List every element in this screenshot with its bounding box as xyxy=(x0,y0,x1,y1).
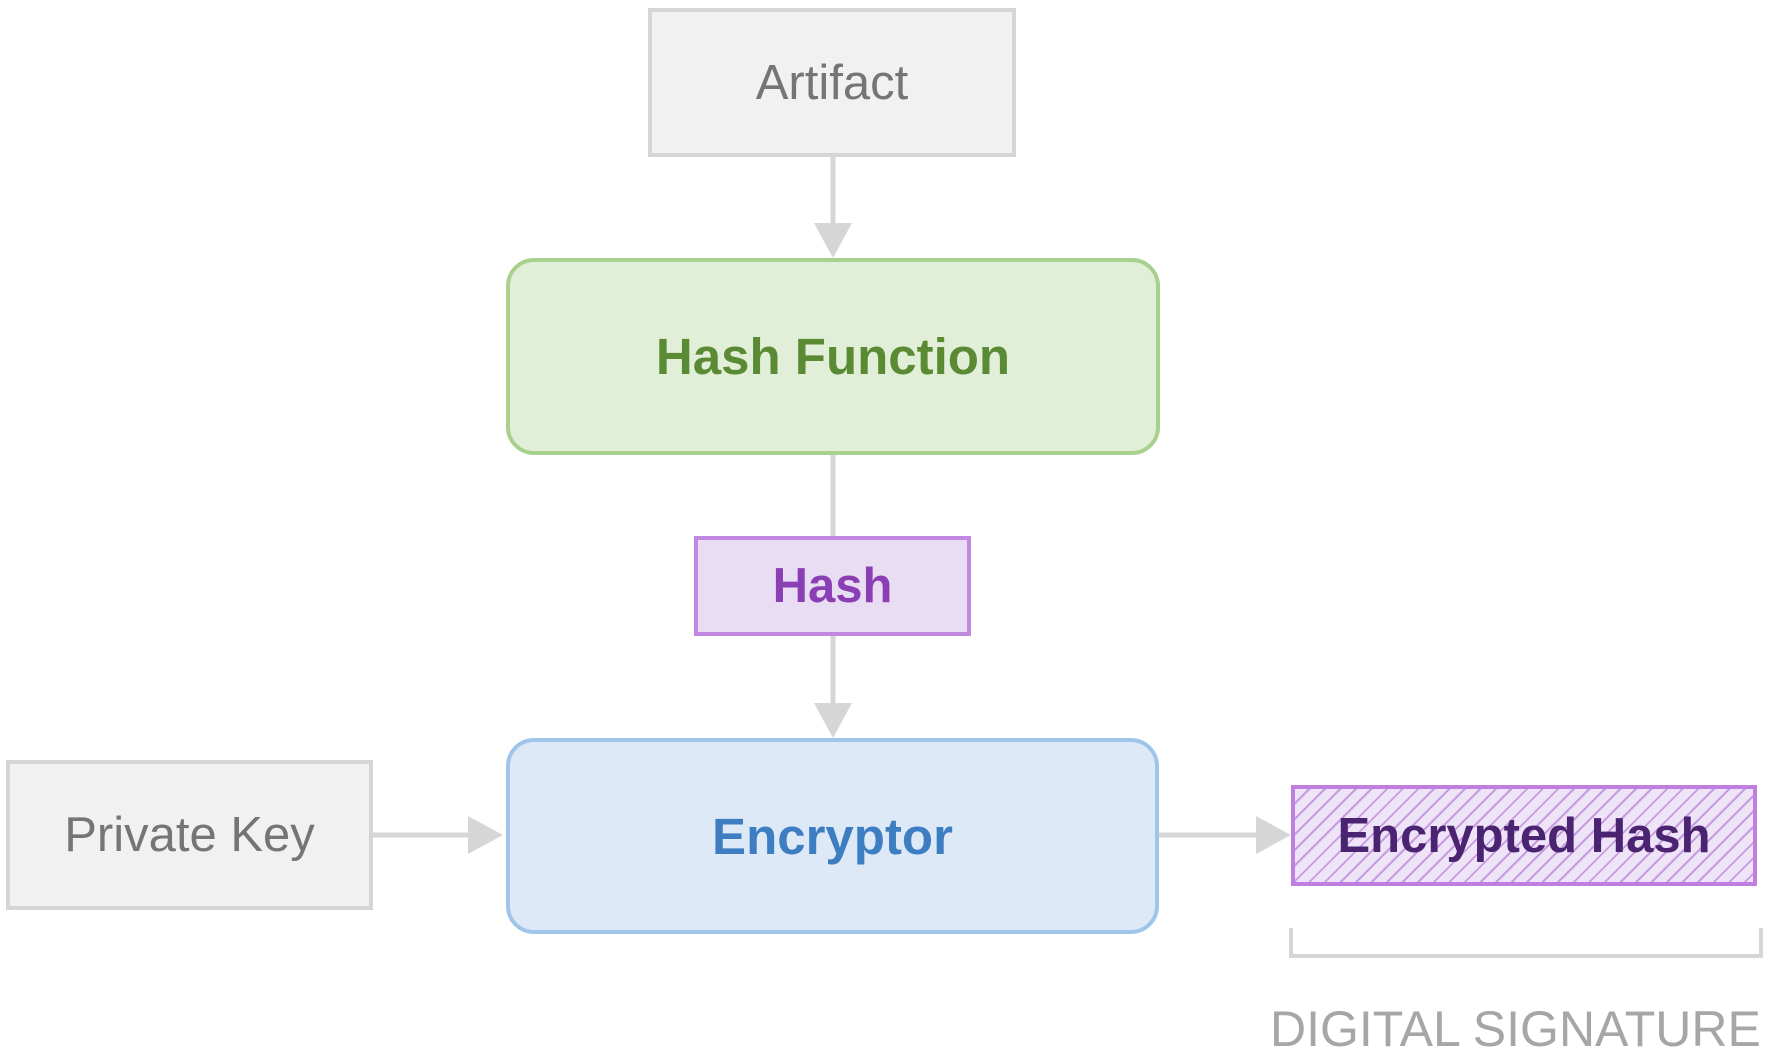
hash-node: Hash xyxy=(694,536,971,636)
digital-signature-bracket xyxy=(1289,928,1763,958)
encrypted-hash-node: Encrypted Hash xyxy=(1291,785,1757,886)
arrowhead-into-encryptor-top xyxy=(814,703,852,738)
encryptor-label: Encryptor xyxy=(712,807,953,865)
artifact-node: Artifact xyxy=(648,8,1016,157)
private-key-node: Private Key xyxy=(6,760,373,910)
encrypted-hash-label: Encrypted Hash xyxy=(1337,808,1711,863)
encryptor-node: Encryptor xyxy=(506,738,1159,934)
artifact-label: Artifact xyxy=(755,55,909,110)
hash-function-node: Hash Function xyxy=(506,258,1160,455)
arrowhead-into-encryptor-left xyxy=(468,816,503,854)
digital-signature-label: DIGITAL SIGNATURE xyxy=(1270,1001,1761,1057)
arrowhead-into-encrypted-hash xyxy=(1256,816,1291,854)
arrowhead-into-hash-function xyxy=(814,223,852,258)
hash-label: Hash xyxy=(772,559,893,613)
private-key-label: Private Key xyxy=(64,808,315,862)
hash-function-label: Hash Function xyxy=(655,328,1011,385)
